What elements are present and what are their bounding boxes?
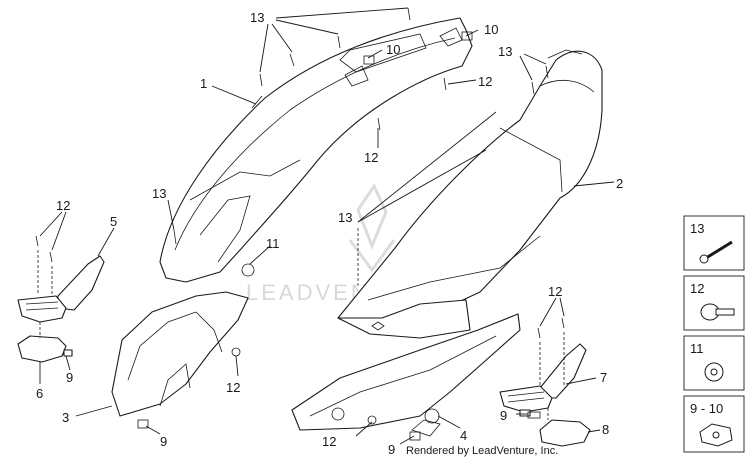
- callout-5: 5: [110, 214, 117, 229]
- part-7-footrest-bracket: [499, 343, 587, 413]
- screw-icon: [699, 240, 733, 264]
- legend-label: 9 - 10: [690, 401, 723, 416]
- callout-7: 7: [600, 370, 607, 385]
- legend-label: 13: [690, 221, 704, 236]
- bolt-icon: [700, 303, 735, 321]
- callout-3: 3: [62, 410, 69, 425]
- callout-4: 4: [460, 428, 467, 443]
- callout-12-c: 12: [226, 380, 240, 395]
- callout-13-mid: 13: [338, 210, 352, 225]
- callout-12-right: 12: [548, 284, 562, 299]
- callout-12-d: 12: [322, 434, 336, 449]
- legend-item-washer: 11: [683, 335, 745, 391]
- callout-11: 11: [266, 236, 280, 251]
- callout-1: 1: [200, 76, 207, 91]
- callout-9-mid: 9: [388, 442, 395, 457]
- callout-12-left: 12: [56, 198, 70, 213]
- callout-8: 8: [602, 422, 609, 437]
- legend-item-screw: 13: [683, 215, 745, 271]
- footer-credit: Rendered by LeadVenture, Inc.: [406, 445, 558, 457]
- part-2-side-panel: [337, 49, 603, 339]
- part-6-footrest-base: [17, 335, 73, 363]
- callout-13-right: 13: [498, 44, 512, 59]
- callout-6: 6: [36, 386, 43, 401]
- leader-lines: [39, 7, 615, 445]
- callout-12-b: 12: [364, 150, 378, 165]
- alignment-lines: [37, 228, 565, 420]
- washer-icon: [704, 362, 724, 382]
- callouts: 13 10 10 1 12 12 13 2 13 13 12 5 11 9 6 …: [36, 10, 623, 457]
- callout-13-top: 13: [250, 10, 264, 25]
- callout-9-right: 9: [500, 408, 507, 423]
- legend-item-clip-nut: 9 - 10: [683, 395, 745, 453]
- callout-9-bottom: 9: [160, 434, 167, 449]
- part-4-lower-trim: [291, 313, 521, 437]
- hardware-legend: 13 12 11 9 - 10: [683, 215, 745, 453]
- part-5-footrest-bracket: [17, 255, 105, 323]
- callout-9-left: 9: [66, 370, 73, 385]
- callout-2: 2: [616, 176, 623, 191]
- part-8-footrest-base: [519, 409, 591, 447]
- legend-item-bolt: 12: [683, 275, 745, 331]
- legend-label: 11: [690, 341, 704, 356]
- hardware-screws: [35, 7, 565, 441]
- callout-10-a: 10: [484, 22, 498, 37]
- clip-nut-icon: [699, 423, 733, 447]
- callout-10-b: 10: [386, 42, 400, 57]
- part-3-side-cover: [111, 291, 249, 417]
- callout-12-a: 12: [478, 74, 492, 89]
- legend-label: 12: [690, 281, 704, 296]
- callout-13-left: 13: [152, 186, 166, 201]
